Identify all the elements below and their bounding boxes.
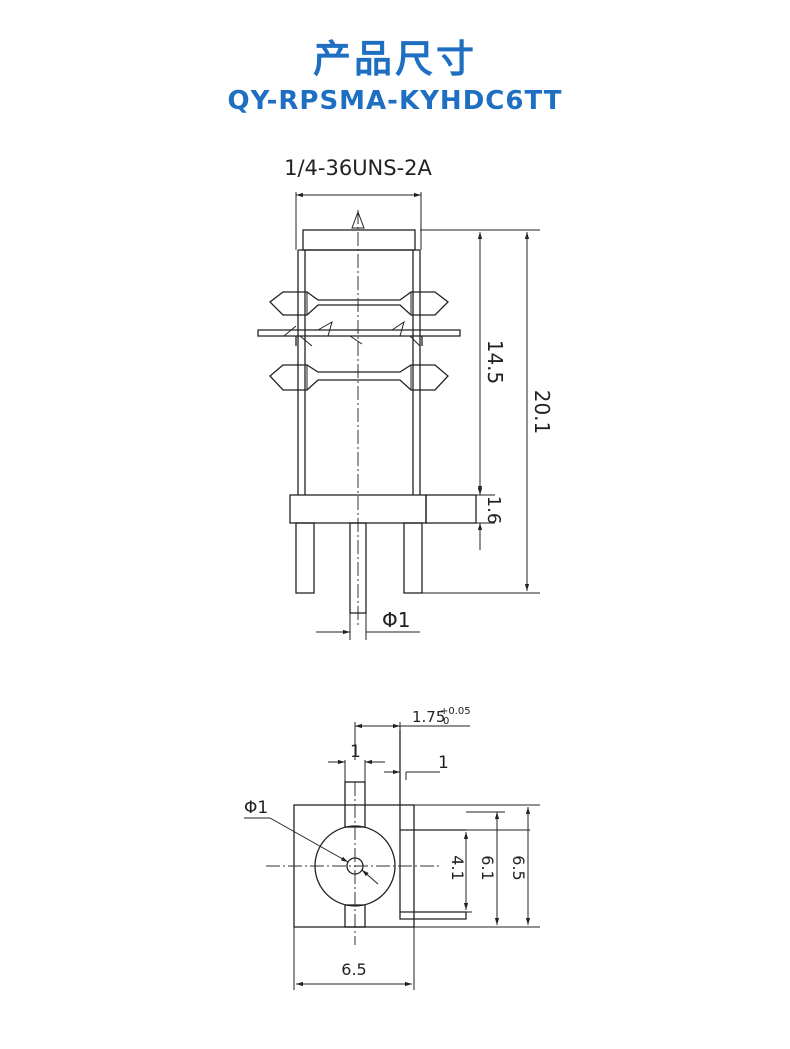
thread-label: 1/4-36UNS-2A <box>284 156 432 180</box>
dim-tol-upper: +0.05 <box>440 706 471 717</box>
front-view: 1/4-36UNS-2A <box>257 156 554 640</box>
dim-14-5: 14.5 <box>483 340 507 385</box>
dim-pin-offset: 1.75 <box>412 708 445 726</box>
dim-width: 6.5 <box>341 960 366 979</box>
dim-tol-lower: 0 <box>443 716 449 727</box>
dim-slot-width: 1 <box>438 753 449 773</box>
model-number: QY-RPSMA-KYHDC6TT <box>227 86 563 116</box>
dim-1-6: 1.6 <box>483 496 504 525</box>
center-hole-label: Φ1 <box>244 798 268 818</box>
pin-diameter-label: Φ1 <box>382 608 410 632</box>
dim-height: 6.5 <box>509 855 528 880</box>
page-title: 产品尺寸 <box>312 37 477 81</box>
dim-20-1: 20.1 <box>530 390 554 435</box>
dim-inner: 6.1 <box>478 855 497 880</box>
dim-slot-spacing: 4.1 <box>448 855 467 880</box>
bottom-view: Φ1 1 1.75 +0.05 0 1 4.1 6.1 6.5 <box>244 706 540 990</box>
